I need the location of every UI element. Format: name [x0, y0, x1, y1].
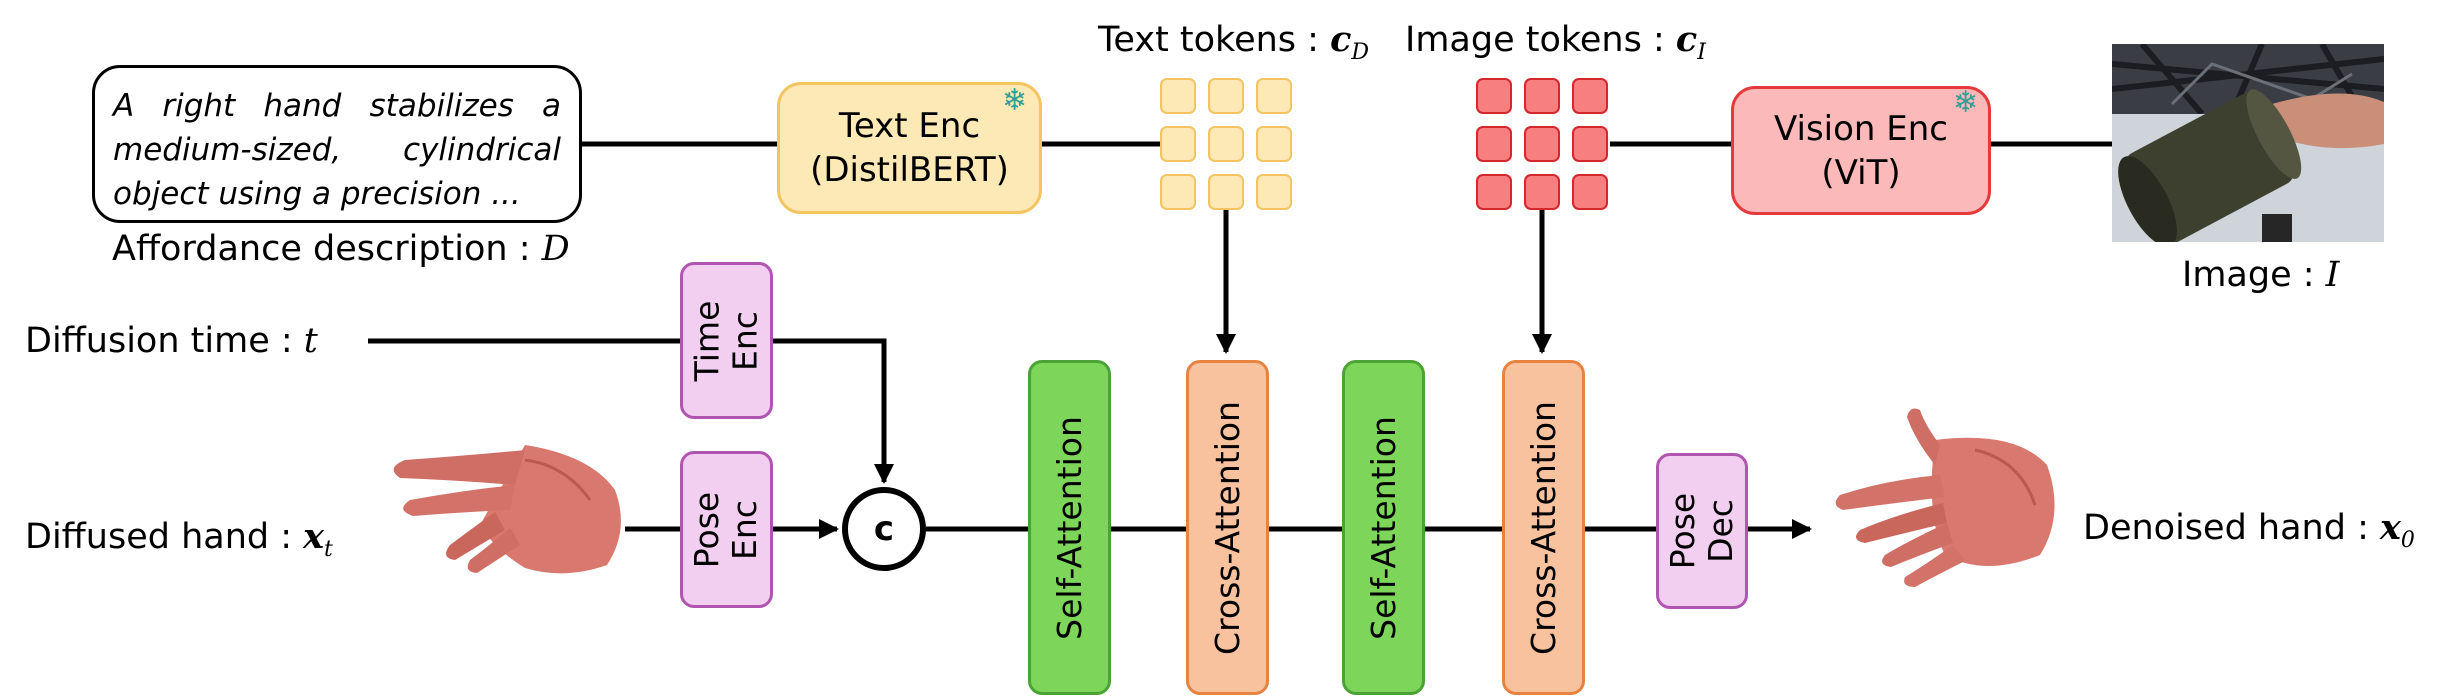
diffusion-time-label-text: Diffusion time :: [25, 321, 304, 361]
image-tokens-label-text: Image tokens :: [1405, 20, 1676, 60]
text-token: [1256, 78, 1292, 114]
image-token: [1572, 78, 1608, 114]
snowflake-icon: ❄: [1953, 85, 1979, 120]
vision-encoder-box: Vision Enc (ViT): [1731, 86, 1991, 215]
vision-encoder-model: (ViT): [1821, 152, 1901, 193]
denoised-hand-label-var: x: [2380, 507, 2401, 548]
denoised-hand-render: [1835, 408, 2055, 587]
diffusion-time-label: Diffusion time : t: [25, 324, 318, 359]
diffused-hand-label-sub: t: [324, 537, 333, 562]
snowflake-icon: ❄: [1002, 83, 1028, 118]
pose-decoder-text: Pose Dec: [1662, 492, 1740, 570]
pose-decoder-box: Pose Dec: [1656, 453, 1748, 609]
wire-diffusion-time: [368, 338, 894, 484]
affordance-label-var: D: [541, 229, 570, 269]
cross-attention-label-2: Cross-Attention: [1523, 400, 1563, 655]
image-label-text: Image :: [2182, 255, 2326, 295]
affordance-line-3: object using a precision ...: [113, 176, 521, 212]
image-label-var: I: [2325, 255, 2340, 295]
time-encoder-line2: Enc: [725, 310, 765, 371]
text-token: [1160, 174, 1196, 210]
image-token: [1572, 126, 1608, 162]
text-token: [1208, 78, 1244, 114]
image-token: [1524, 126, 1560, 162]
self-attention-label-2: Self-Attention: [1363, 415, 1403, 640]
text-token: [1256, 174, 1292, 210]
text-token: [1208, 174, 1244, 210]
image-token: [1524, 174, 1560, 210]
image-token: [1476, 78, 1512, 114]
diffusion-time-label-var: t: [303, 321, 318, 361]
denoised-hand-label-sub: 0: [2400, 528, 2415, 553]
concat-node: c: [842, 487, 926, 571]
cross-attention-label-1: Cross-Attention: [1207, 400, 1247, 655]
affordance-label-text: Affordance description :: [112, 229, 542, 269]
text-tokens-label-var: c: [1330, 19, 1352, 60]
diffused-hand-label-var: x: [303, 516, 325, 557]
self-attention-block-2: Self-Attention: [1342, 360, 1425, 695]
image-token: [1524, 78, 1560, 114]
text-tokens-label-sub: D: [1351, 40, 1370, 65]
text-token: [1160, 126, 1196, 162]
text-token: [1160, 78, 1196, 114]
vision-encoder-title: Vision Enc: [1773, 108, 1948, 149]
image-tokens-label-sub: I: [1697, 40, 1706, 65]
pose-decoder-line2: Dec: [1700, 499, 1740, 563]
text-token: [1256, 126, 1292, 162]
text-encoder-model: (DistilBERT): [810, 150, 1009, 190]
self-attention-label-1: Self-Attention: [1049, 415, 1089, 640]
image-token: [1572, 174, 1608, 210]
image-tokens-label-var: c: [1675, 19, 1698, 60]
diffused-hand-render: [393, 445, 621, 574]
input-image: [2112, 44, 2384, 242]
pose-encoder-line1: Pose: [687, 491, 727, 568]
diffused-hand-label-text: Diffused hand :: [25, 517, 304, 557]
cross-attention-block-2: Cross-Attention: [1502, 360, 1585, 695]
text-tokens-label: Text tokens : cD: [1098, 22, 1369, 64]
pose-decoder-line1: Pose: [1662, 492, 1702, 570]
time-encoder-box: Time Enc: [680, 262, 773, 419]
diffused-hand-label: Diffused hand : xt: [25, 519, 333, 561]
self-attention-block-1: Self-Attention: [1028, 360, 1111, 695]
text-encoder-title: Text Enc: [838, 106, 981, 146]
denoised-hand-label: Denoised hand : x0: [2083, 510, 2415, 552]
affordance-text-box: A right hand stabilizes a medium-sized, …: [92, 65, 582, 223]
pose-encoder-text: Pose Enc: [687, 491, 765, 568]
text-token: [1208, 126, 1244, 162]
image-label: Image : I: [2182, 258, 2340, 293]
time-encoder-text: Time Enc: [687, 300, 765, 381]
denoised-hand-label-text: Denoised hand :: [2083, 508, 2380, 548]
time-encoder-line1: Time: [687, 300, 727, 381]
pose-encoder-line2: Enc: [725, 499, 765, 560]
affordance-line-2: medium-sized, cylindrical: [113, 132, 561, 168]
image-token: [1476, 174, 1512, 210]
image-token: [1476, 126, 1512, 162]
cross-attention-block-1: Cross-Attention: [1186, 360, 1269, 695]
affordance-line-1: A right hand stabilizes a: [113, 88, 561, 124]
text-encoder-box: Text Enc (DistilBERT): [777, 82, 1042, 214]
text-tokens-label-text: Text tokens :: [1098, 20, 1331, 60]
affordance-description-label: Affordance description : D: [112, 232, 570, 267]
pose-encoder-box: Pose Enc: [680, 451, 773, 608]
image-tokens-label: Image tokens : cI: [1405, 22, 1706, 64]
